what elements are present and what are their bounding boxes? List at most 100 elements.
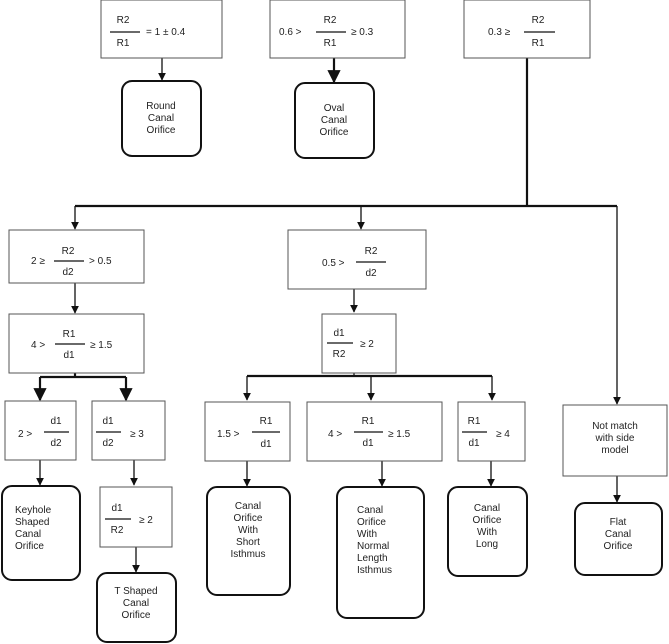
svg-text:Shaped: Shaped bbox=[15, 517, 49, 528]
condition-b2: d1 R2 ≥ 2 bbox=[321, 313, 397, 374]
condition-right: ≥ 1.5 bbox=[388, 429, 411, 440]
svg-text:Not match: Not match bbox=[592, 421, 638, 432]
svg-text:Normal: Normal bbox=[357, 541, 389, 552]
outcome-normal-isthmus: Canal Orifice With Normal Length Isthmus bbox=[336, 486, 425, 619]
condition-b3: 1.5 > R1 d1 bbox=[204, 401, 291, 462]
svg-text:Round: Round bbox=[146, 101, 175, 112]
condition-b4: 4 > R1 d1 ≥ 1.5 bbox=[306, 401, 443, 462]
condition-a3: 2 > d1 d2 bbox=[4, 400, 77, 461]
fraction-numerator: d1 bbox=[50, 416, 62, 427]
svg-text:Flat: Flat bbox=[610, 517, 627, 528]
svg-text:Canal: Canal bbox=[474, 503, 500, 514]
outcome-t-shaped: T Shaped Canal Orifice bbox=[96, 572, 177, 643]
condition-a4: d1 d2 ≥ 3 bbox=[91, 400, 166, 461]
svg-text:model: model bbox=[601, 445, 628, 456]
svg-text:Oval: Oval bbox=[324, 103, 345, 114]
condition-left: 0.6 > bbox=[279, 27, 302, 38]
svg-text:Isthmus: Isthmus bbox=[357, 565, 392, 576]
fraction-denominator: R2 bbox=[111, 525, 124, 536]
svg-text:with side: with side bbox=[595, 433, 635, 444]
fraction-denominator: d2 bbox=[365, 268, 377, 279]
svg-text:T Shaped: T Shaped bbox=[114, 586, 157, 597]
outcome-flat: Flat Canal Orifice bbox=[574, 502, 663, 576]
svg-text:Canal: Canal bbox=[15, 529, 41, 540]
condition-left: 0.3 ≥ bbox=[488, 27, 511, 38]
fraction-denominator: d2 bbox=[62, 267, 74, 278]
condition-right: > 0.5 bbox=[89, 256, 112, 267]
fraction-denominator: R2 bbox=[333, 349, 346, 360]
fraction-numerator: R1 bbox=[260, 416, 273, 427]
condition-a1: 2 ≥ R2 d2 > 0.5 bbox=[8, 229, 145, 284]
condition-b1: 0.5 > R2 d2 bbox=[287, 229, 427, 290]
condition-not-match: Not match with side model bbox=[562, 404, 668, 477]
svg-text:With: With bbox=[357, 529, 377, 540]
condition-left: 2 > bbox=[18, 429, 32, 440]
fraction-denominator: d1 bbox=[63, 350, 75, 361]
outcome-oval: Oval Canal Orifice bbox=[294, 82, 375, 159]
fraction-numerator: R1 bbox=[468, 416, 481, 427]
condition-right: ≥ 4 bbox=[496, 429, 510, 440]
fraction-numerator: d1 bbox=[111, 503, 123, 514]
fraction-numerator: R2 bbox=[365, 246, 378, 257]
svg-text:Orifice: Orifice bbox=[15, 541, 44, 552]
fraction-denominator: R1 bbox=[324, 38, 337, 49]
svg-text:Length: Length bbox=[357, 553, 388, 564]
condition-left: 0.5 > bbox=[322, 258, 345, 269]
fraction-denominator: d1 bbox=[362, 438, 374, 449]
outcome-short-isthmus: Canal Orifice With Short Isthmus bbox=[206, 486, 291, 596]
outcome-round: Round Canal Orifice bbox=[121, 80, 202, 157]
condition-a5: d1 R2 ≥ 2 bbox=[99, 486, 173, 548]
condition-right: ≥ 3 bbox=[130, 429, 144, 440]
svg-text:Orifice: Orifice bbox=[357, 517, 386, 528]
condition-oval: 0.6 > R2 R1 ≥ 0.3 bbox=[269, 0, 406, 59]
fraction-denominator: d2 bbox=[102, 438, 114, 449]
fraction-numerator: R1 bbox=[63, 329, 76, 340]
fraction-numerator: d1 bbox=[333, 328, 345, 339]
svg-text:Orifice: Orifice bbox=[147, 125, 176, 136]
condition-round: R2 R1 = 1 ± 0.4 bbox=[100, 0, 223, 59]
fraction-denominator: d2 bbox=[50, 438, 62, 449]
svg-text:Short: Short bbox=[236, 537, 260, 548]
condition-left: 2 ≥ bbox=[31, 256, 45, 267]
svg-text:Isthmus: Isthmus bbox=[230, 549, 265, 560]
svg-text:Canal: Canal bbox=[357, 505, 383, 516]
svg-text:Orifice: Orifice bbox=[122, 610, 151, 621]
condition-b5: R1 d1 ≥ 4 bbox=[457, 401, 526, 462]
condition-right: ≥ 2 bbox=[139, 515, 153, 526]
svg-text:Orifice: Orifice bbox=[320, 127, 349, 138]
svg-text:Canal: Canal bbox=[123, 598, 149, 609]
condition-right: = 1 ± 0.4 bbox=[146, 27, 186, 38]
condition-flat: 0.3 ≥ R2 R1 bbox=[463, 0, 591, 59]
fraction-numerator: R1 bbox=[362, 416, 375, 427]
svg-text:With: With bbox=[477, 527, 497, 538]
fraction-numerator: R2 bbox=[532, 15, 545, 26]
svg-text:With: With bbox=[238, 525, 258, 536]
fraction-numerator: R2 bbox=[324, 15, 337, 26]
svg-text:Orifice: Orifice bbox=[234, 513, 263, 524]
outcome-keyhole: Keyhole Shaped Canal Orifice bbox=[1, 485, 81, 581]
outcome-long: Canal Orifice With Long bbox=[447, 486, 528, 577]
condition-right: ≥ 0.3 bbox=[351, 27, 374, 38]
svg-text:Long: Long bbox=[476, 539, 498, 550]
svg-text:Canal: Canal bbox=[605, 529, 631, 540]
fraction-numerator: d1 bbox=[102, 416, 114, 427]
svg-text:Canal: Canal bbox=[148, 113, 174, 124]
svg-text:Canal: Canal bbox=[321, 115, 347, 126]
svg-text:Orifice: Orifice bbox=[473, 515, 502, 526]
svg-text:Canal: Canal bbox=[235, 501, 261, 512]
condition-left: 4 > bbox=[31, 340, 45, 351]
condition-right: ≥ 1.5 bbox=[90, 340, 113, 351]
condition-right: ≥ 2 bbox=[360, 339, 374, 350]
fraction-denominator: R1 bbox=[117, 38, 130, 49]
svg-text:Keyhole: Keyhole bbox=[15, 505, 52, 516]
fraction-numerator: R2 bbox=[117, 15, 130, 26]
fraction-denominator: d1 bbox=[468, 438, 480, 449]
svg-text:Orifice: Orifice bbox=[604, 541, 633, 552]
condition-a2: 4 > R1 d1 ≥ 1.5 bbox=[8, 313, 145, 374]
fraction-numerator: R2 bbox=[62, 246, 75, 257]
connectors bbox=[33, 58, 621, 573]
condition-left: 1.5 > bbox=[217, 429, 240, 440]
fraction-denominator: d1 bbox=[260, 439, 272, 450]
fraction-denominator: R1 bbox=[532, 38, 545, 49]
